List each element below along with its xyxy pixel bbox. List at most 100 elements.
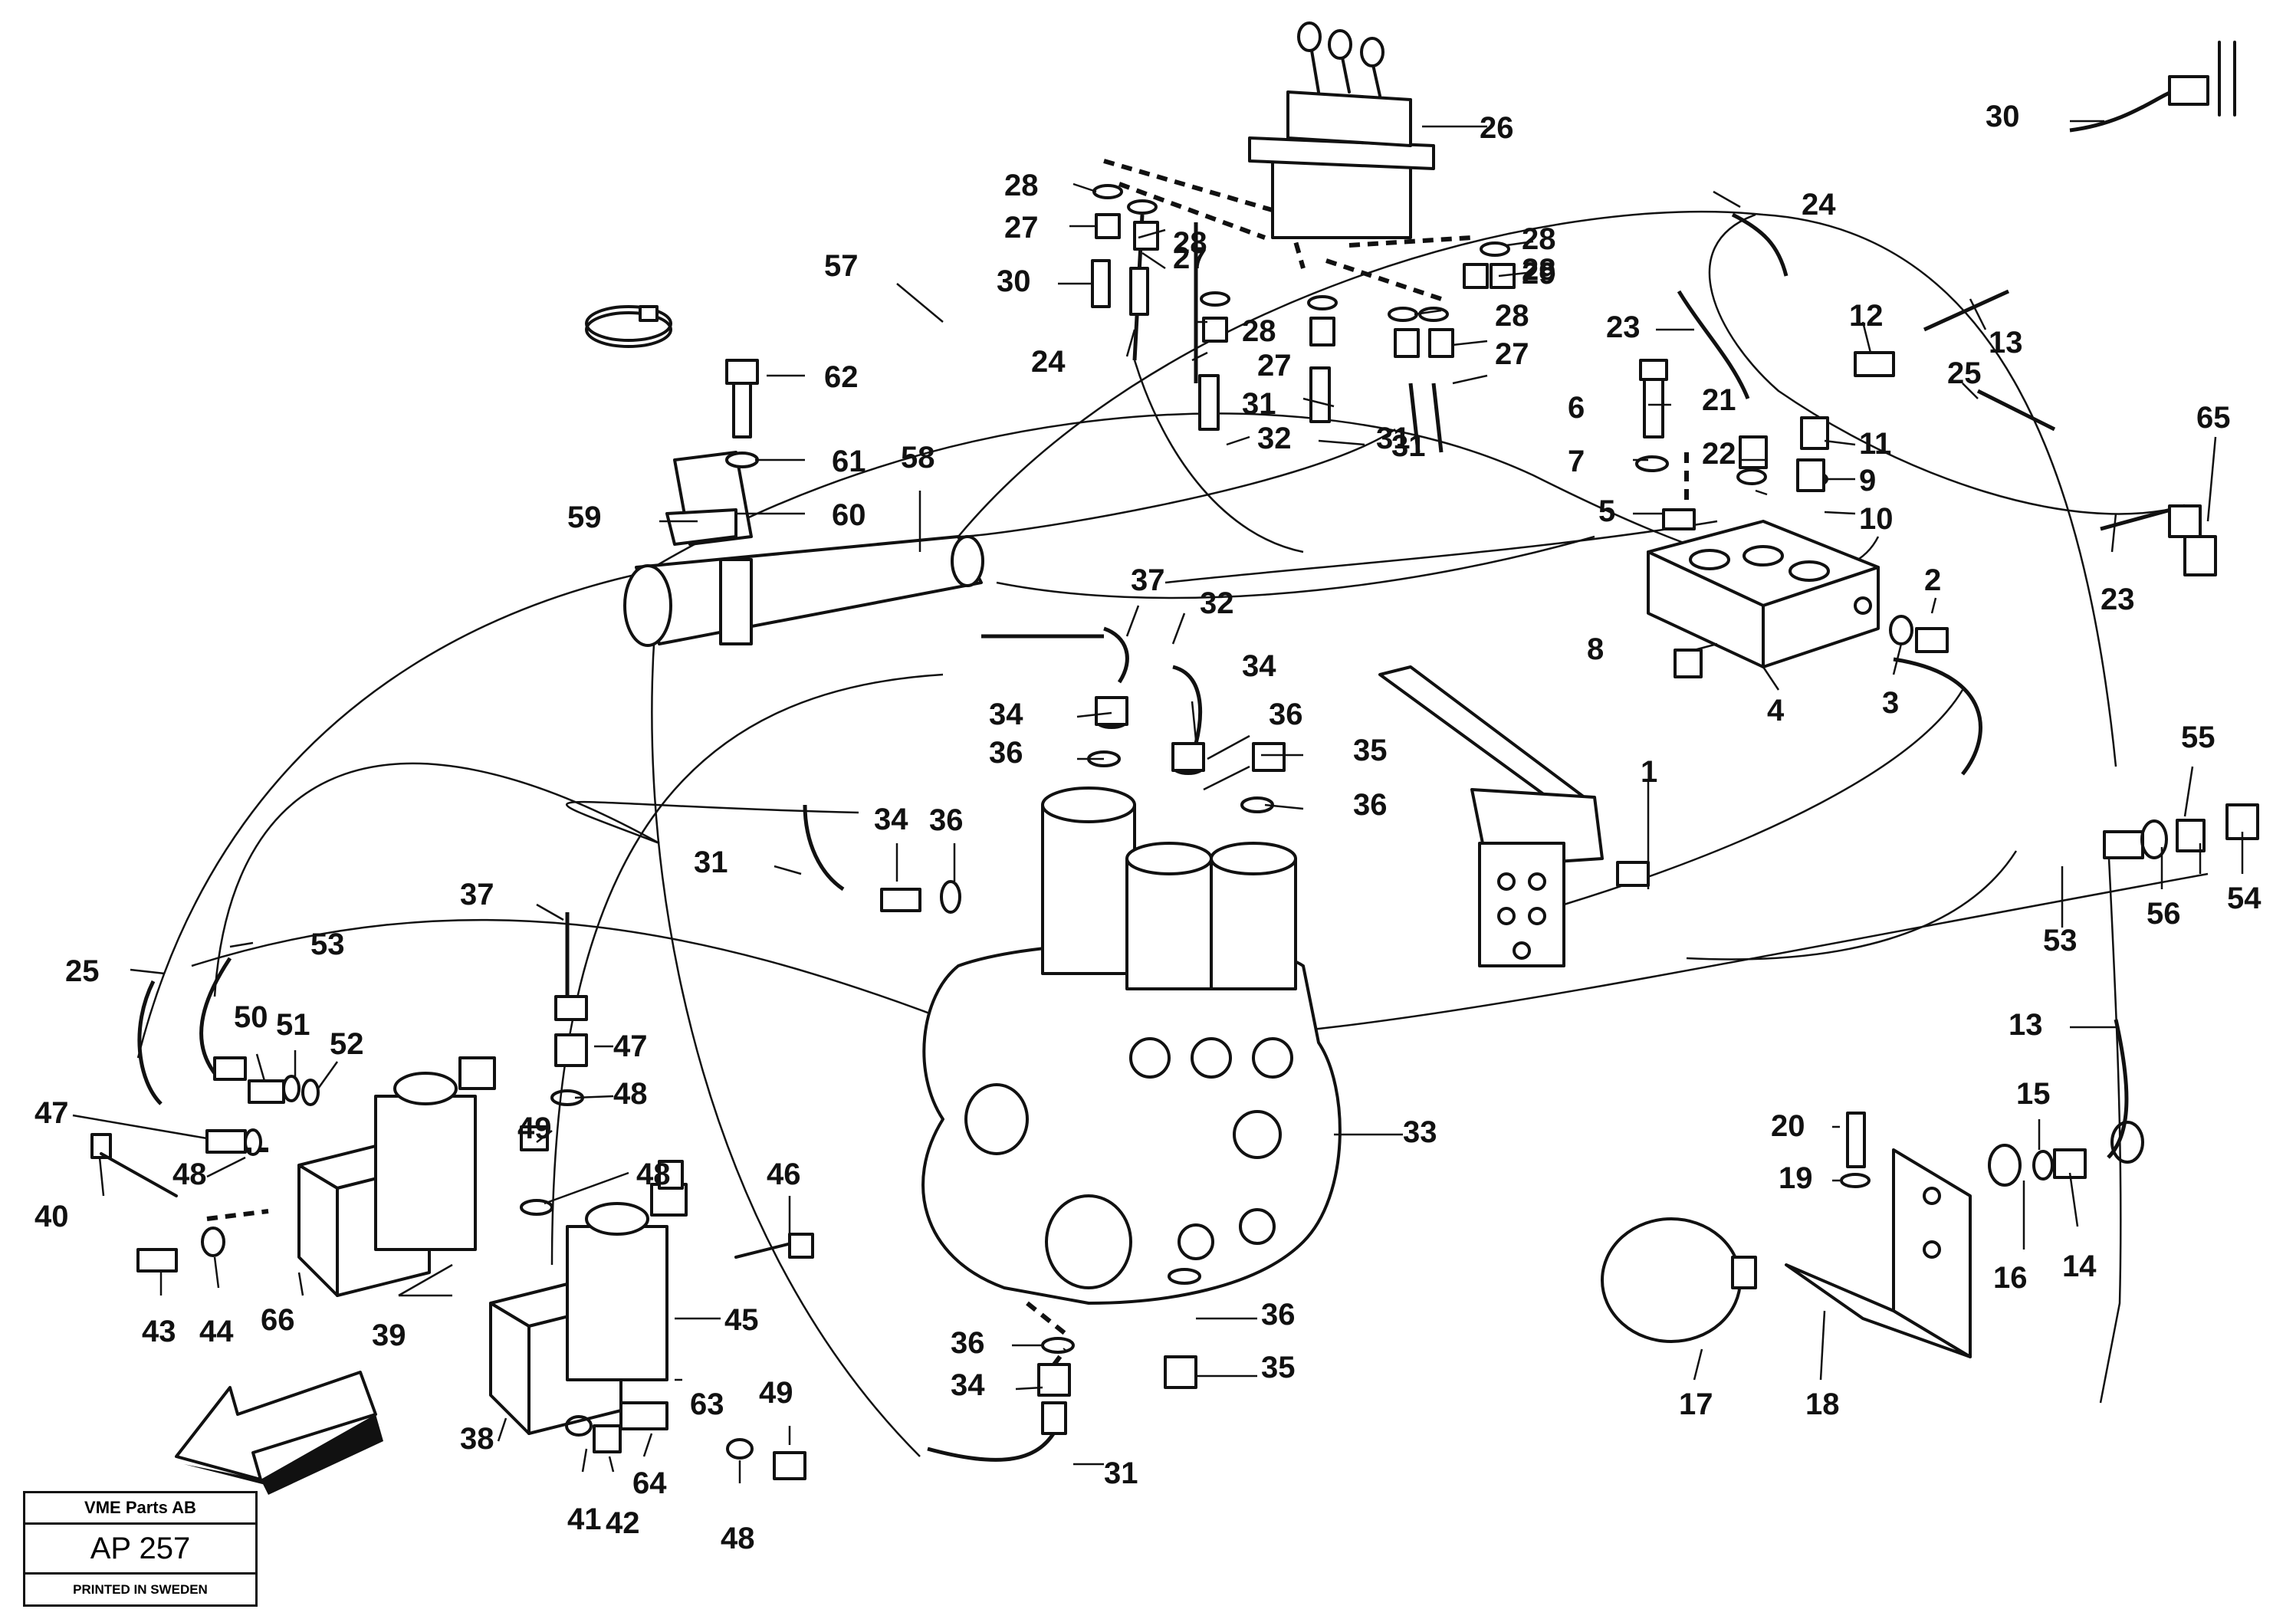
leader-lines	[72, 120, 2244, 1483]
printed-note: PRINTED IN SWEDEN	[73, 1582, 208, 1597]
callout: 48	[613, 1077, 648, 1111]
brake-pedal-valve	[1378, 665, 1650, 967]
callout: 47	[613, 1030, 648, 1063]
bolt	[725, 359, 759, 468]
callout: 32	[1257, 422, 1292, 455]
callout-labels: 1 2 3 4 5 6 7 8 9 10 11 12 13 13 14 15 1…	[34, 100, 2262, 1555]
callout: 53	[310, 928, 345, 961]
valve-block	[1647, 520, 1880, 668]
callout: 58	[901, 441, 935, 475]
callout: 27	[1495, 337, 1529, 371]
title-block: VME Parts AB AP 257 PRINTED IN SWEDEN	[23, 1491, 258, 1607]
callout: 33	[1403, 1115, 1437, 1149]
callout: 61	[832, 445, 866, 478]
callout: 25	[65, 954, 100, 988]
callout: 36	[929, 803, 964, 837]
callout: 60	[832, 498, 866, 532]
callout: 23	[1606, 310, 1641, 344]
callout: 56	[2147, 897, 2181, 931]
callout: 57	[824, 249, 859, 283]
callout: 22	[1702, 437, 1736, 471]
callout: 32	[1200, 586, 1234, 620]
forward-direction-arrow	[175, 1371, 383, 1495]
callout: 37	[460, 878, 494, 911]
callout: 20	[1771, 1109, 1805, 1143]
callout: 25	[1947, 356, 1982, 390]
callout: 48	[172, 1158, 207, 1191]
solenoid-valve-lower	[489, 1183, 688, 1435]
callout: 14	[2062, 1250, 2097, 1283]
callout: 34	[874, 803, 908, 836]
callout: 53	[2043, 924, 2078, 957]
company-name: VME Parts AB	[25, 1493, 255, 1525]
callout: 48	[636, 1158, 671, 1191]
callout: 34	[951, 1368, 985, 1402]
callout: 1	[1641, 755, 1657, 789]
callout: 13	[2009, 1008, 2043, 1042]
callout: 27	[1004, 211, 1039, 245]
callout: 42	[606, 1506, 640, 1540]
callout: 21	[1702, 383, 1736, 417]
callout: 19	[1779, 1161, 1813, 1195]
callout: 11	[1859, 427, 1891, 461]
callout: 44	[199, 1315, 234, 1348]
callout: 54	[2227, 882, 2262, 915]
callout: 48	[721, 1522, 755, 1555]
callout: 59	[567, 501, 602, 534]
callout: 9	[1859, 464, 1876, 498]
callout: 28	[1495, 299, 1529, 333]
callout: 55	[2181, 721, 2216, 754]
callout: 27	[1257, 349, 1292, 383]
callout: 45	[724, 1303, 759, 1337]
callout: 34	[1242, 649, 1276, 683]
callout: 36	[1269, 698, 1303, 731]
accumulator-bracket	[1785, 1148, 1972, 1358]
callout: 37	[1131, 563, 1165, 597]
callout: 49	[759, 1376, 793, 1410]
callout: 38	[460, 1422, 494, 1456]
callout: 28	[1173, 226, 1207, 260]
callout: 62	[824, 360, 859, 394]
callout: 18	[1805, 1387, 1840, 1421]
callout: 36	[951, 1326, 985, 1360]
accumulator	[1601, 1217, 1757, 1343]
callout: 15	[2016, 1077, 2051, 1111]
callout: 41	[567, 1502, 602, 1536]
callout: 43	[142, 1315, 176, 1348]
callout: 24	[1802, 188, 1836, 222]
callout: 27	[1173, 241, 1207, 275]
callout: 35	[1353, 734, 1388, 767]
callout: 46	[767, 1158, 801, 1191]
callout: 28	[1522, 222, 1556, 256]
callout: 30	[997, 264, 1031, 298]
callout: 31	[1391, 429, 1426, 463]
callout: 51	[276, 1008, 310, 1042]
small-fittings	[90, 41, 2259, 1480]
callout: 13	[1989, 326, 2023, 360]
callout: 35	[1261, 1351, 1296, 1384]
pilot-control-valve	[1248, 21, 1435, 239]
callout: 12	[1849, 299, 1884, 333]
callout: 52	[330, 1027, 364, 1061]
callout: 28	[1242, 314, 1276, 348]
callout: 7	[1568, 445, 1585, 478]
callout: 50	[234, 1000, 268, 1034]
hose-protection-sleeve	[623, 451, 984, 647]
callout: 23	[2101, 583, 2135, 616]
callout: 31	[1376, 422, 1411, 455]
callout: 5	[1598, 494, 1615, 528]
callout: 28	[1522, 253, 1556, 287]
callout: 8	[1587, 632, 1604, 666]
callout: 28	[1004, 169, 1039, 202]
callout: 63	[690, 1387, 724, 1421]
callout: 36	[989, 736, 1023, 770]
callout: 36	[1261, 1298, 1296, 1332]
hose-clamp	[585, 305, 672, 348]
callout: 6	[1568, 391, 1585, 425]
callout: 29	[1522, 257, 1556, 291]
callout: 31	[1242, 387, 1276, 421]
callout: 65	[2196, 401, 2231, 435]
callout: 49	[517, 1112, 552, 1145]
illustration-code: AP 257	[25, 1525, 255, 1575]
